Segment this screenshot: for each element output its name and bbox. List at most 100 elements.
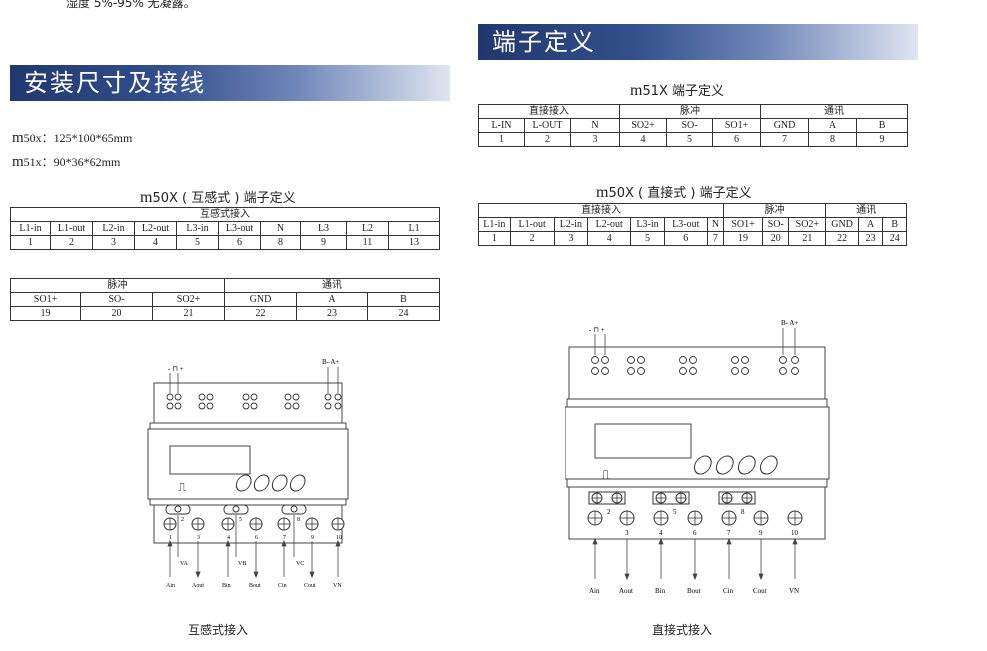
wire-label: Bout [687,587,701,595]
terminal-number: 6 [255,535,258,541]
title-prefix: m [140,189,153,206]
section-banner-install: 安装尺寸及接线 [10,65,450,101]
wire-label: Aout [619,587,633,595]
terminal-table-m50x-ct-comm: 脉冲 通讯 SO1+ SO- SO2+ GND A B 19 20 21 22 … [10,278,440,321]
terminal-number: 5 [239,517,242,523]
comm-ab-label: B- A+ [781,319,798,327]
top-humidity-text: 湿度 5%-95% 无凝露。 [66,0,196,10]
table-cell: 5 [666,132,714,147]
title-prefix: m [596,184,609,201]
table-cell: 21 [152,306,225,321]
table-group-header: 脉冲 [10,278,225,293]
table-cell: L1-out [509,217,555,232]
terminal-number: 3 [197,535,200,541]
wire-label: Bout [249,583,261,589]
table-cell: GND [760,118,810,133]
table-cell: 6 [218,235,261,250]
table-cell: L1 [387,221,441,236]
table-cell: 3 [553,231,589,246]
table-cell: 7 [706,231,725,246]
table-cell: 21 [788,231,827,246]
table-cell: L3-in [630,217,665,232]
table-group-header: 通讯 [825,203,907,218]
wire-label: VN [333,583,342,589]
table-title-m50x-direct: m50X ( 直接式 ) 端子定义 [596,182,752,202]
table-cell: 3 [92,235,135,250]
table-cell: 4 [134,235,177,250]
meter-lcd [594,423,692,459]
table-cell: L-OUT [524,118,571,133]
table-cell: L3 [300,221,347,236]
table-cell: 6 [712,132,762,147]
table-title-m50x-ct: m50X ( 互感式 ) 端子定义 [140,187,296,207]
table-cell: N [706,217,725,232]
terminal-number: 7 [283,535,286,541]
table-group-header: 直接接入 [477,203,725,218]
table-cell: 5 [176,235,219,250]
terminal-number: 4 [227,535,230,541]
table-cell: 22 [224,306,297,321]
wire-label: Aout [192,583,204,589]
table-cell: 20 [761,231,790,246]
table-cell: 4 [587,231,632,246]
table-cell: SO2+ [619,118,668,133]
table-cell: 5 [630,231,665,246]
pulse-symbol: ⎍ [178,480,187,494]
phase-label: VC [296,561,304,567]
wiring-diagram-ct: - ⊓ + B- A+ ⎍ 1 [147,358,349,589]
table-cell: 7 [760,132,810,147]
title-prefix: m [630,82,643,99]
table-cell: GND [224,292,297,307]
table-cell: L2-out [587,217,632,232]
wire-label: Bin [222,583,231,589]
dim-prefix: m [12,130,24,146]
pulse-polarity-label: - ⊓ + [589,326,605,334]
terminal-number: 4 [659,529,663,537]
table-cell: SO1+ [723,217,763,232]
dim-model: 51x [23,155,42,169]
button-icon [737,455,756,475]
table-cell: SO1+ [10,292,81,307]
table-cell: SO2+ [788,217,827,232]
table-cell: 24 [367,306,440,321]
table-cell: 3 [569,132,621,147]
table-cell: L1-in [10,221,51,236]
title-rest: 51X 端子定义 [642,84,725,99]
terminal-number: 3 [625,529,629,537]
table-cell: GND [825,217,859,232]
table-cell: A [857,217,884,232]
dim-model: 50x [23,131,42,145]
table-cell: 1 [10,235,51,250]
button-icon [289,474,306,492]
table-cell: N [569,118,621,133]
terminal-table-m50x-ct: 互感式接入 L1-in L1-out L2-in L2-out L3-in L3… [9,207,441,250]
dim-line-m50x: m50x：125*100*65mm [12,129,132,147]
dim-value: ：125*100*65mm [41,131,133,145]
pulse-symbol: ⎍ [601,467,610,482]
table-cell: L2-out [134,221,177,236]
comm-ab-label: B- A+ [322,358,339,366]
terminal-number: 8 [741,508,745,516]
button-icon [759,455,778,475]
table-cell: 22 [825,231,859,246]
table-cell: 2 [50,235,93,250]
table-cell: L2-in [553,217,589,232]
terminal-number: 5 [673,508,677,516]
terminal-number: 9 [311,535,314,541]
table-cell: SO1+ [712,118,762,133]
table-cell: 23 [296,306,368,321]
terminal-number: 9 [759,529,763,537]
table-cell: SO- [80,292,153,307]
wire-label: Cout [753,587,767,595]
diagram-caption-ct: 互感式接入 [188,623,249,637]
table-group-header: 通讯 [760,104,909,119]
table-cell: 1 [478,132,525,147]
wire-label: Cout [304,583,316,589]
terminal-number: 10 [791,529,799,537]
table-cell: 24 [882,231,907,246]
pulse-polarity-label: - ⊓ + [168,365,184,373]
table-cell: 9 [300,235,347,250]
wire-label: Cin [723,587,734,595]
table-cell: A [296,292,368,307]
table-cell: B [882,217,907,232]
